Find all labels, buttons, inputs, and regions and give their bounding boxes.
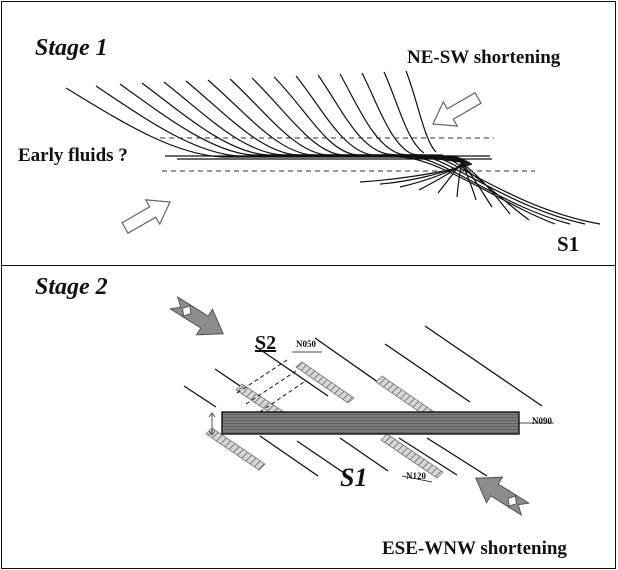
ne-sw-shortening-label: NE-SW shortening — [407, 47, 561, 68]
shear-zone-lines — [165, 155, 492, 160]
stage2-title: Stage 2 — [35, 274, 108, 300]
early-fluids-label: Early fluids ? — [18, 145, 128, 166]
s2-label: S2 — [255, 332, 277, 354]
n120-leader — [401, 475, 433, 483]
s1-label: S1 — [557, 232, 580, 256]
stage1-title: Stage 1 — [35, 35, 108, 61]
stage1-panel: Stage 1 NE-SW shortening Early fluids ? … — [1, 1, 616, 266]
shear-band — [221, 411, 520, 435]
stage1-drawing — [65, 70, 601, 235]
s1-stage2-label: S1 — [340, 463, 368, 492]
stage2-panel: Stage 2 S2 N050 N090 S1 N120 ESE-WNW sho… — [1, 265, 616, 569]
ese-wnw-arrows — [168, 295, 531, 517]
n090-label: N090 — [532, 416, 552, 426]
s2-dashed-planes — [236, 359, 305, 417]
opening-double-arrow — [208, 412, 216, 436]
n120-label: N120 — [406, 471, 426, 481]
n050-label: N050 — [296, 339, 316, 349]
ne-sw-arrows — [121, 91, 482, 235]
fluid-envelope-dashes — [160, 137, 535, 172]
ese-wnw-shortening-label: ESE-WNW shortening — [382, 538, 567, 559]
s1-traces — [183, 325, 543, 477]
stage2-drawing — [168, 295, 554, 517]
